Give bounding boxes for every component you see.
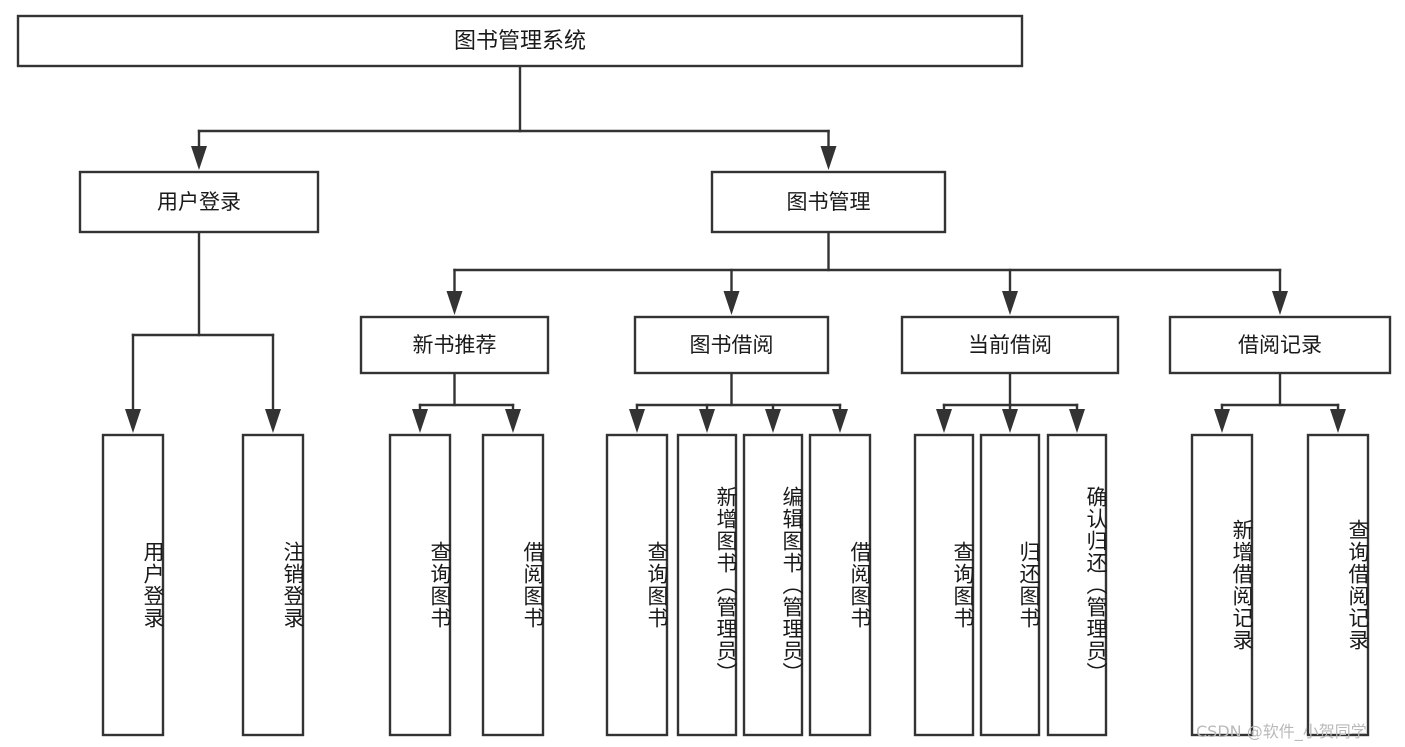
node-root-box[interactable] bbox=[16, 14, 1024, 68]
arrow-to-leaf-query-record bbox=[1330, 409, 1346, 433]
leaf-leaf-logout-box[interactable] bbox=[241, 433, 305, 737]
node-borrow-record-label: 借阅记录 bbox=[1238, 333, 1322, 357]
leaf-leaf-borrow-book-rec-box[interactable] bbox=[481, 433, 545, 737]
arrow-to-leaf-borrow-book bbox=[832, 409, 848, 433]
arrow-to-leaf-edit-book bbox=[765, 409, 781, 433]
node-current-borrow-box[interactable] bbox=[900, 315, 1120, 375]
leaf-leaf-return-book-box[interactable] bbox=[979, 433, 1041, 737]
node-new-book-rec-label: 新书推荐 bbox=[413, 333, 497, 357]
node-user-login-label: 用户登录 bbox=[157, 190, 241, 214]
node-current-borrow-label: 当前借阅 bbox=[968, 333, 1052, 357]
arrow-to-leaf-query-book-borrow bbox=[629, 409, 645, 433]
arrow-to-leaf-logout bbox=[265, 409, 281, 433]
leaf-leaf-add-book-box[interactable] bbox=[676, 433, 738, 737]
boxes-layer bbox=[16, 14, 1392, 737]
leaf-leaf-confirm-return-box[interactable] bbox=[1046, 433, 1108, 737]
arrow-to-current-borrow bbox=[1002, 291, 1018, 315]
arrow-to-new-book-rec bbox=[446, 291, 463, 315]
node-root-label: 图书管理系统 bbox=[454, 29, 586, 54]
csdn-watermark: CSDN @软件_小贺同学 bbox=[1196, 722, 1367, 741]
arrow-to-user-login bbox=[191, 146, 207, 170]
arrow-to-leaf-return-book bbox=[1002, 409, 1018, 433]
arrow-to-leaf-user-login bbox=[125, 409, 141, 433]
arrow-to-leaf-borrow-book-rec bbox=[505, 409, 521, 433]
leaf-leaf-query-book-cur-box[interactable] bbox=[913, 433, 975, 737]
node-new-book-rec-box[interactable] bbox=[359, 315, 550, 375]
leaf-leaf-user-login-box[interactable] bbox=[101, 433, 165, 737]
arrow-to-leaf-query-book-rec bbox=[412, 409, 428, 433]
arrow-to-book-manage bbox=[820, 146, 837, 170]
leaf-leaf-add-record-box[interactable] bbox=[1190, 433, 1254, 737]
connectors-layer bbox=[125, 64, 1346, 433]
arrow-to-leaf-query-book-cur bbox=[936, 409, 952, 433]
node-book-borrow-label: 图书借阅 bbox=[690, 333, 774, 357]
arrow-to-book-borrow bbox=[723, 291, 740, 315]
arrow-to-leaf-add-book bbox=[699, 409, 715, 433]
arrow-to-leaf-add-record bbox=[1214, 409, 1230, 433]
leaf-leaf-query-book-rec-box[interactable] bbox=[388, 433, 452, 737]
leaf-leaf-query-record-box[interactable] bbox=[1306, 433, 1370, 737]
node-user-login-box[interactable] bbox=[78, 170, 320, 234]
leaf-leaf-edit-book-box[interactable] bbox=[742, 433, 804, 737]
node-borrow-record-box[interactable] bbox=[1168, 315, 1392, 375]
leaf-leaf-query-book-borrow-box[interactable] bbox=[605, 433, 669, 737]
arrow-to-borrow-record bbox=[1272, 291, 1288, 315]
node-book-manage-label: 图书管理 bbox=[787, 190, 871, 214]
arrow-to-leaf-confirm-return bbox=[1069, 409, 1085, 433]
node-book-manage-box[interactable] bbox=[710, 170, 947, 234]
node-book-borrow-box[interactable] bbox=[633, 315, 830, 375]
leaf-leaf-borrow-book-box[interactable] bbox=[808, 433, 872, 737]
